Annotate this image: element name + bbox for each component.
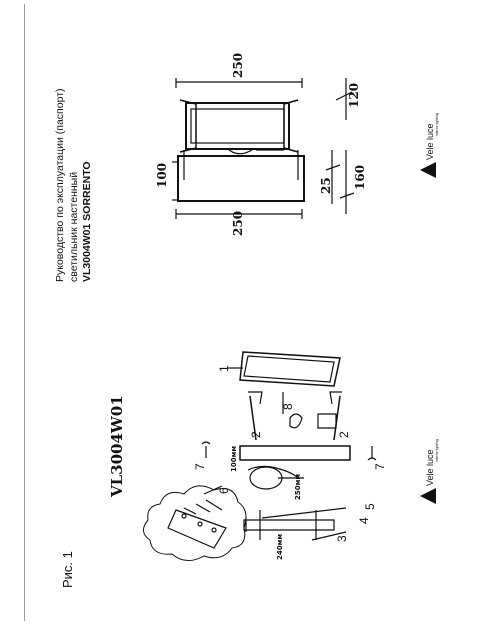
dim-top-depth: 120 — [347, 83, 361, 108]
assembly-drawing — [143, 351, 377, 561]
part-2-left: 2 — [249, 431, 263, 438]
assembly-dim-240: 240мм — [276, 534, 284, 560]
assembly-dim-250: 250мм — [294, 474, 302, 500]
brand-logo-top: Vele luce interior lighting — [420, 113, 439, 178]
dim-top-width: 250 — [231, 53, 245, 78]
part-7-right: 7 — [373, 463, 387, 470]
assembly-dim-labels: 240мм 250мм 100мм — [230, 446, 302, 560]
page-frame — [24, 4, 480, 621]
part-8: 8 — [281, 403, 295, 410]
brand-tagline-bottom: interior lighting — [435, 439, 439, 462]
part-2-right: 2 — [337, 431, 351, 438]
part-numbers: 1 2 2 3 4 5 6 7 7 8 — [193, 365, 387, 542]
brand-logo-bottom: Vele luce interior lighting — [420, 439, 439, 504]
dim-front-width: 250 — [231, 211, 245, 236]
dimension-labels: 250 120 100 250 25 160 — [155, 53, 367, 236]
top-view-drawing — [175, 78, 353, 155]
part-7-left: 7 — [193, 463, 207, 470]
part-1: 1 — [217, 365, 231, 372]
brand-tagline-top: interior lighting — [435, 113, 439, 136]
dim-front-height: 100 — [155, 163, 169, 188]
part-5: 5 — [363, 503, 377, 510]
part-6: 6 — [217, 487, 231, 494]
front-view-drawing — [172, 150, 355, 219]
dim-total-depth: 160 — [353, 165, 367, 190]
part-4: 4 — [357, 517, 371, 524]
part-3: 3 — [335, 535, 349, 542]
assembly-dim-100: 100мм — [230, 446, 238, 472]
dim-bracket-depth: 25 — [319, 177, 333, 194]
brand-name-bottom: Vele luce — [425, 449, 435, 486]
brand-name-top: Vele luce — [425, 123, 435, 160]
